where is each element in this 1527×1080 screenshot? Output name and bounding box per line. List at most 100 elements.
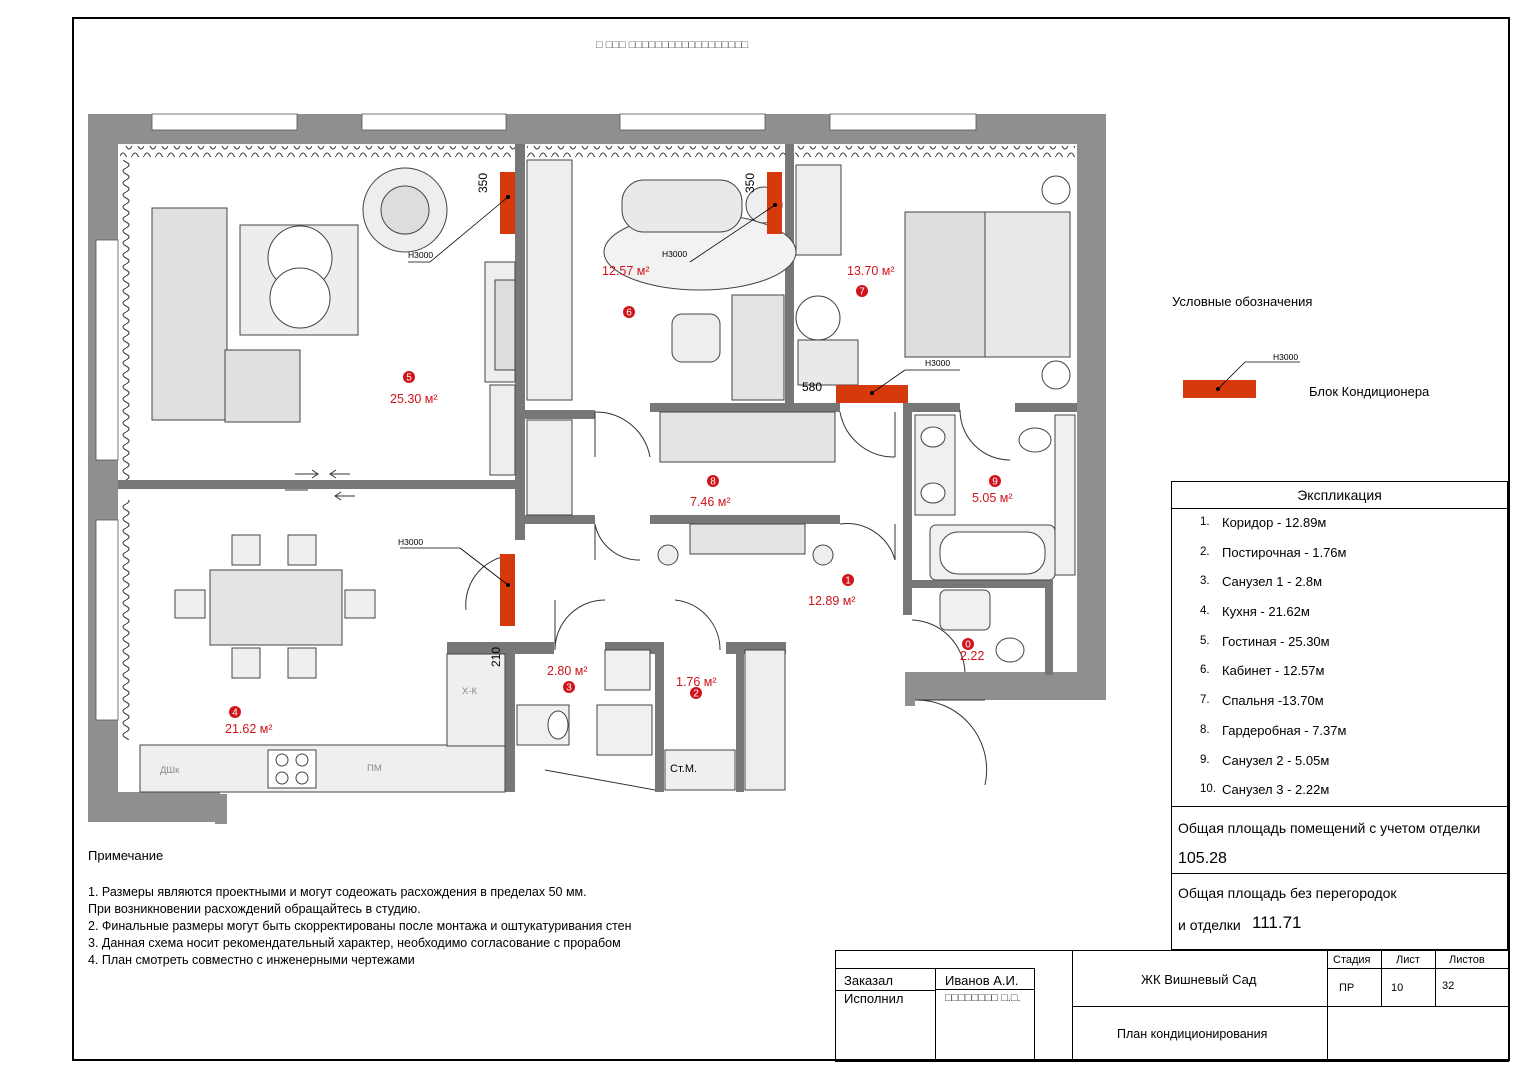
room-number: 9 bbox=[992, 477, 998, 488]
explication-row: 1. Коридор - 12.89м bbox=[1172, 509, 1507, 539]
ac-units bbox=[500, 172, 908, 626]
room-area-label: 12.57 м² bbox=[602, 264, 650, 278]
room-badge-circle bbox=[856, 285, 868, 297]
explication-row-value: Гардеробная - 7.37м bbox=[1222, 722, 1347, 738]
study-furniture bbox=[526, 159, 797, 401]
explication-row: 3.Санузел 1 - 2.8м bbox=[1172, 568, 1507, 598]
explication-row-value: Гостиная - 25.30м bbox=[1222, 633, 1330, 649]
room-badge-circle bbox=[842, 574, 854, 586]
explication-row: 2. Постирочная - 1.76м bbox=[1172, 539, 1507, 569]
notes-title: Примечание bbox=[88, 848, 164, 863]
sheet-value: 10 bbox=[1391, 982, 1404, 994]
explication-row-value: Санузел 3 - 2.22м bbox=[1222, 782, 1330, 798]
executed-label: Исполнил bbox=[844, 991, 904, 1006]
explication-row-value: Санузел 2 - 5.05м bbox=[1222, 752, 1330, 768]
area-totals: Общая площадь помещений с учетом отделки… bbox=[1171, 806, 1508, 950]
room-area-label: 2.80 м² bbox=[547, 664, 588, 678]
label-dsh: ДШк bbox=[160, 765, 180, 776]
explication-row-value: Кабинет - 12.57м bbox=[1222, 663, 1325, 679]
room-badge-circle bbox=[690, 687, 702, 699]
explication-row-number: 2. bbox=[1200, 545, 1210, 558]
ac-unit-living bbox=[500, 172, 515, 234]
height-label-3: Н3000 bbox=[925, 358, 950, 368]
legend-title: Условные обозначения bbox=[1172, 294, 1313, 309]
explication-row-value: Спальня -13.70м bbox=[1222, 693, 1324, 709]
stage-label: Стадия bbox=[1333, 954, 1371, 966]
room-badge-circle bbox=[962, 638, 974, 650]
note-line: При возникновении расхождений обращайтес… bbox=[88, 902, 421, 916]
dim-210: 210 bbox=[489, 647, 503, 667]
dim-350-living: 350 bbox=[476, 173, 490, 193]
explication-table: Экспликация 1. Коридор - 12.89м 2. Постиро… bbox=[1171, 481, 1508, 807]
bedroom-furniture bbox=[795, 164, 1071, 390]
sheets-value: 32 bbox=[1442, 980, 1455, 992]
explication-row-number: 6. bbox=[1200, 664, 1210, 677]
explication-title: Экспликация bbox=[1172, 482, 1507, 509]
explication-row: 7. Спальня -13.70м bbox=[1172, 687, 1507, 717]
room-number: 6 bbox=[626, 308, 632, 319]
explication-row-number: 4. bbox=[1200, 605, 1210, 618]
drawing-sheet-frame bbox=[72, 17, 1510, 1061]
explication-row: 5.Гостиная - 25.30м bbox=[1172, 628, 1507, 658]
explication-row: 6. Кабинет - 12.57м bbox=[1172, 657, 1507, 687]
label-stm: Ст.М. bbox=[670, 763, 697, 775]
doors bbox=[465, 409, 1011, 791]
label-xk: Х-К bbox=[462, 686, 478, 697]
kitchen-furniture bbox=[139, 534, 736, 793]
windows bbox=[95, 113, 977, 721]
room-number: 2 bbox=[693, 689, 699, 700]
room-number: 1 bbox=[845, 576, 851, 587]
room-area-label: 5.05 м² bbox=[972, 491, 1013, 505]
height-label-1: Н3000 bbox=[408, 250, 433, 260]
total-value-1: 105.28 bbox=[1178, 850, 1227, 867]
sheet-title: План кондиционирования bbox=[1117, 1027, 1268, 1041]
explication-row: 8. Гардеробная - 7.37м bbox=[1172, 717, 1507, 747]
room-badge-circle bbox=[707, 475, 719, 487]
note-line: 3. Данная схема носит рекомендательный х… bbox=[88, 936, 621, 950]
ac-unit-kitchen bbox=[500, 554, 515, 626]
bathroom-fixtures bbox=[516, 414, 1076, 756]
dim-580: 580 bbox=[802, 380, 822, 394]
explication-row-number: 8. bbox=[1200, 723, 1210, 736]
legend-ac-height: Н3000 bbox=[1273, 352, 1298, 362]
total-label-2: Общая площадь без перегородок bbox=[1178, 885, 1397, 901]
living-furniture bbox=[151, 167, 516, 476]
dim-350-study: 350 bbox=[743, 173, 757, 193]
curtains bbox=[120, 146, 1075, 740]
room-area-label: 21.62 м² bbox=[225, 722, 273, 736]
height-label-4: Н3000 bbox=[398, 537, 423, 547]
height-label-2: Н3000 bbox=[662, 249, 687, 259]
sliding-door-marks bbox=[285, 469, 355, 501]
explication-row: 10. Санузел 3 - 2.22м bbox=[1172, 776, 1507, 806]
note-line: 2. Финальные размеры могут быть скоррект… bbox=[88, 919, 632, 933]
sheet-caption: □ □□□ □□□□□□□□□□□□□□□□□□ bbox=[596, 39, 749, 51]
executed-value: □□□□□□□□ □.□. bbox=[945, 992, 1021, 1004]
notes: Примечание 1. Размеры являются проектным… bbox=[88, 847, 632, 969]
room-badge-circle bbox=[563, 681, 575, 693]
explication-row: 4.Кухня - 21.62м bbox=[1172, 598, 1507, 628]
explication-row-number: 7. bbox=[1200, 694, 1210, 707]
explication-row-value: Постирочная - 1.76м bbox=[1222, 544, 1347, 560]
room-number: 3 bbox=[566, 683, 572, 694]
explication-row-number: 9. bbox=[1200, 753, 1210, 766]
explication-row-number: 1. bbox=[1200, 516, 1210, 528]
label-pm: ПМ bbox=[367, 763, 382, 774]
room-area-label: 1.76 м² bbox=[676, 675, 717, 689]
explication-row-number: 10. bbox=[1200, 783, 1216, 796]
room-badge-circle bbox=[989, 475, 1001, 487]
room-number: 0 bbox=[965, 640, 971, 651]
room-badge-circle bbox=[623, 306, 635, 318]
room-badge-circle bbox=[403, 371, 415, 383]
legend-ac-label: Блок Кондиционера bbox=[1309, 384, 1430, 399]
explication-row-value: Коридор - 12.89м bbox=[1222, 515, 1327, 530]
room-number: 4 bbox=[232, 708, 238, 719]
room-area-label: 12.89 м² bbox=[808, 594, 856, 608]
sheets-label: Листов bbox=[1449, 954, 1485, 966]
room-number: 7 bbox=[859, 287, 865, 298]
ordered-label: Заказал bbox=[844, 973, 893, 988]
ordered-value: Иванов А.И. bbox=[945, 973, 1019, 988]
room-area-label: 13.70 м² bbox=[847, 264, 895, 278]
title-block: Заказал Иванов А.И. Исполнил □□□□□□□□ □.… bbox=[835, 950, 1509, 1062]
